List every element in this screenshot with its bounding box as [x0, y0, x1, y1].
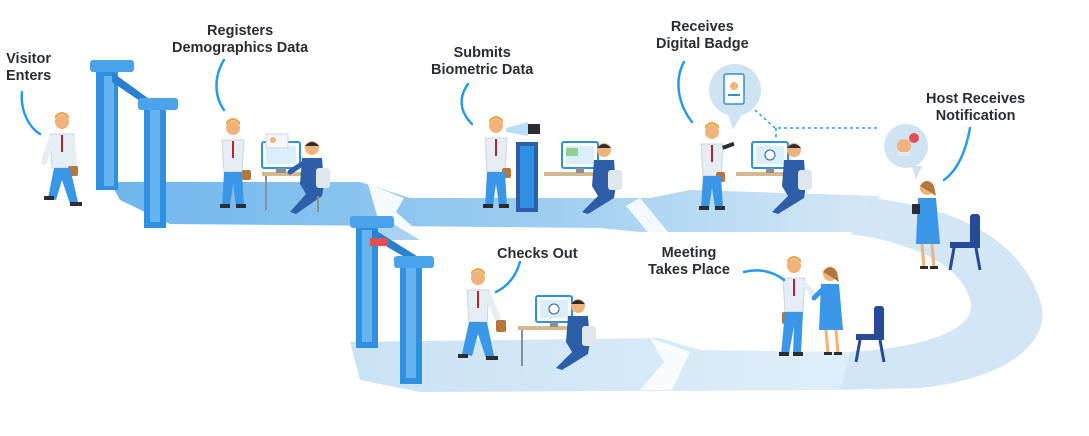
meeting-chair [854, 306, 886, 363]
lower-pathway [350, 338, 850, 392]
registering-visitor-figure [220, 118, 251, 208]
step-label-host: Host Receives Notification [926, 91, 1026, 124]
entry-gate [90, 60, 178, 228]
step-label-receives: Receives Digital Badge [656, 19, 749, 52]
step-label-registers: Registers Demographics Data [172, 23, 309, 56]
upper-pathway [110, 182, 880, 232]
step-label-submits: Submits Biometric Data [431, 45, 534, 78]
biometric-desk [544, 141, 600, 176]
biometric-operator [582, 143, 622, 214]
badge-desk [736, 141, 792, 176]
checkout-desk [518, 295, 576, 366]
callout-lines [20, 58, 972, 294]
notification-bubble [884, 124, 928, 180]
host-figure [912, 181, 940, 269]
meeting-visitor-figure [779, 256, 819, 356]
biometric-scanner [506, 122, 540, 212]
badge-bubble [709, 64, 761, 130]
step-label-meeting: Meeting Takes Place [648, 245, 730, 278]
curved-pathway [829, 198, 1043, 390]
meeting-host-figure [811, 267, 843, 355]
badge-receptionist [772, 143, 812, 214]
exit-gate [350, 216, 434, 384]
step-label-visitor-enters: Visitor Enters [6, 51, 52, 84]
visitor-walking-figure [41, 112, 82, 206]
step-label-checks-out: Checks Out [497, 246, 578, 262]
checkout-receptionist [556, 299, 596, 370]
badge-visitor-figure [699, 122, 735, 210]
checkout-visitor-figure [458, 268, 506, 360]
notification-link [754, 109, 880, 140]
biometric-visitor-figure [483, 116, 511, 208]
host-chair [948, 214, 982, 271]
registration-receptionist [287, 141, 330, 214]
